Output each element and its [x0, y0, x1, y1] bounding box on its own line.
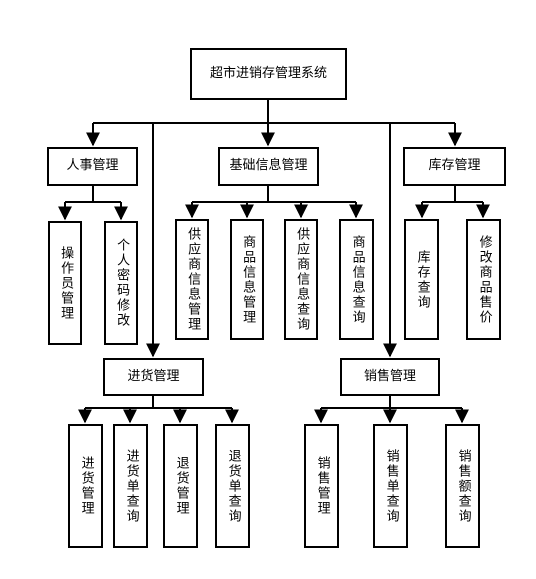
root-node: 超市进销存管理系统: [190, 48, 347, 100]
leaf-stock-query: 库存查询: [404, 219, 439, 340]
leaf-sales-order-query: 销售单查询: [373, 424, 408, 548]
module-inventory: 库存管理: [403, 147, 506, 186]
leaf-supplier-mgmt: 供应商信息管理: [175, 219, 209, 340]
leaf-purchase-order-query: 进货单查询: [113, 424, 148, 548]
leaf-product-query: 商品信息查询: [339, 219, 374, 340]
leaf-product-mgmt: 商品信息管理: [230, 219, 264, 340]
module-sales: 销售管理: [340, 358, 440, 396]
leaf-return-mgmt: 退货管理: [163, 424, 198, 548]
leaf-password-change: 个人密码修改: [104, 221, 138, 345]
module-purchase: 进货管理: [103, 358, 204, 396]
module-personnel: 人事管理: [47, 147, 138, 186]
leaf-sales-mgmt: 销售管理: [304, 424, 339, 548]
leaf-price-change: 修改商品售价: [466, 219, 501, 340]
leaf-purchase-mgmt: 进货管理: [68, 424, 103, 548]
leaf-return-order-query: 退货单查询: [215, 424, 250, 548]
leaf-sales-amount-query: 销售额查询: [445, 424, 480, 548]
leaf-operator-mgmt: 操作员管理: [48, 221, 82, 345]
module-basic-info: 基础信息管理: [218, 147, 319, 186]
leaf-supplier-query: 供应商信息查询: [284, 219, 318, 340]
